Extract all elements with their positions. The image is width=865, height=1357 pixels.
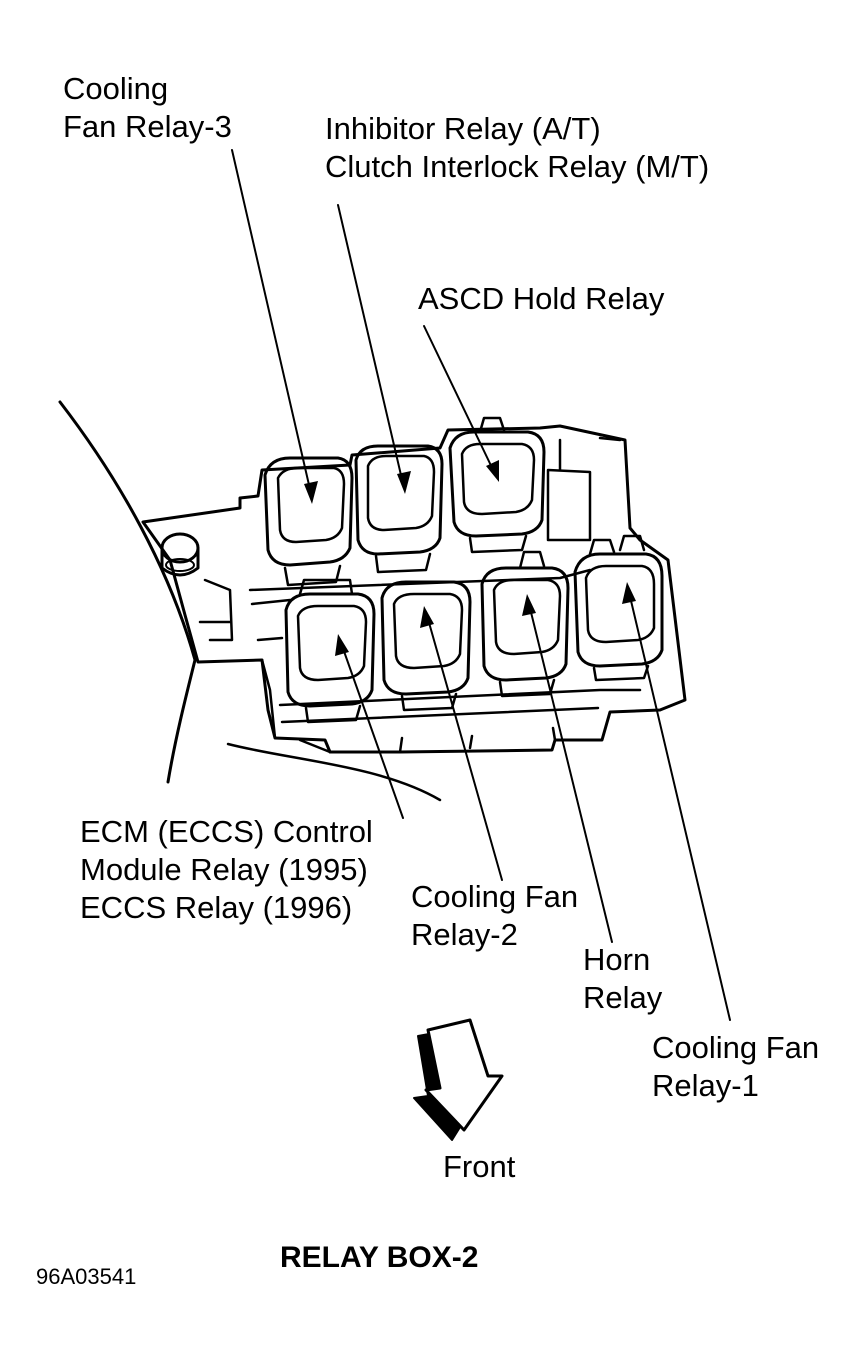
leader-cooling-fan-2	[425, 611, 503, 881]
label-inhibitor-relay: Inhibitor Relay (A/T) Clutch Interlock R…	[325, 110, 709, 186]
arrowhead-cooling-fan-3	[304, 481, 318, 504]
relay-cooling-fan-2	[380, 580, 472, 712]
label-line: Cooling Fan	[652, 1030, 820, 1065]
label-line: Cooling	[63, 71, 169, 106]
label-ecm-relay: ECM (ECCS) Control Module Relay (1995) E…	[80, 813, 373, 927]
arrowhead-horn	[522, 594, 536, 616]
label-line: Relay-1	[652, 1068, 759, 1103]
leader-cooling-fan-3	[231, 149, 313, 499]
label-line: Inhibitor Relay (A/T)	[325, 111, 601, 146]
leader-horn	[527, 599, 613, 943]
wire-curve	[226, 742, 442, 802]
label-cooling-fan-relay-3: Cooling Fan Relay-3	[63, 70, 232, 146]
arrowhead-ascd	[486, 460, 499, 482]
label-ascd-hold-relay: ASCD Hold Relay	[418, 280, 664, 318]
arrowhead-cooling-fan-2	[420, 606, 434, 628]
label-line: Module Relay (1995)	[80, 852, 368, 887]
label-line: Cooling Fan	[411, 879, 579, 914]
relay-ascd-hold	[448, 416, 546, 554]
relay-horn	[480, 550, 570, 698]
leader-cooling-fan-1	[627, 587, 731, 1021]
label-line: Clutch Interlock Relay (M/T)	[325, 149, 710, 184]
front-arrow-icon	[413, 1018, 504, 1141]
arrowhead-ecm	[335, 634, 349, 656]
label-line: Horn	[583, 942, 651, 977]
label-line: Relay-2	[411, 917, 518, 952]
leader-inhibitor	[337, 204, 405, 489]
leader-lines	[231, 149, 731, 1021]
relay-cooling-fan-3	[263, 456, 354, 587]
leader-ecm	[339, 639, 404, 819]
diagram-title: RELAY BOX-2	[280, 1241, 479, 1274]
label-line: Relay	[583, 980, 663, 1015]
arrowhead-inhibitor	[397, 471, 411, 494]
label-line: ECCS Relay (1996)	[80, 890, 353, 925]
relay-ecm	[284, 578, 376, 724]
label-line: ECM (ECCS) Control	[80, 814, 373, 849]
label-line: ASCD Hold Relay	[418, 281, 665, 316]
mounting-bolt	[160, 532, 200, 577]
label-cooling-fan-relay-2: Cooling Fan Relay-2	[411, 878, 578, 954]
label-front: Front	[443, 1148, 515, 1186]
label-cooling-fan-relay-1: Cooling Fan Relay-1	[652, 1029, 819, 1105]
label-horn-relay: Horn Relay	[583, 941, 662, 1017]
relay-cooling-fan-1	[573, 534, 664, 682]
relay-box-housing	[141, 424, 687, 754]
leader-arrowheads	[304, 460, 636, 656]
label-line: Fan Relay-3	[63, 109, 232, 144]
panel-lower-line	[166, 658, 197, 784]
relay-inhibitor	[354, 444, 444, 574]
leader-ascd	[423, 325, 497, 477]
figure-code: 96A03541	[36, 1264, 137, 1289]
label-line: Front	[443, 1149, 516, 1184]
panel-edge-line	[58, 400, 197, 662]
arrowhead-cooling-fan-1	[622, 582, 636, 604]
